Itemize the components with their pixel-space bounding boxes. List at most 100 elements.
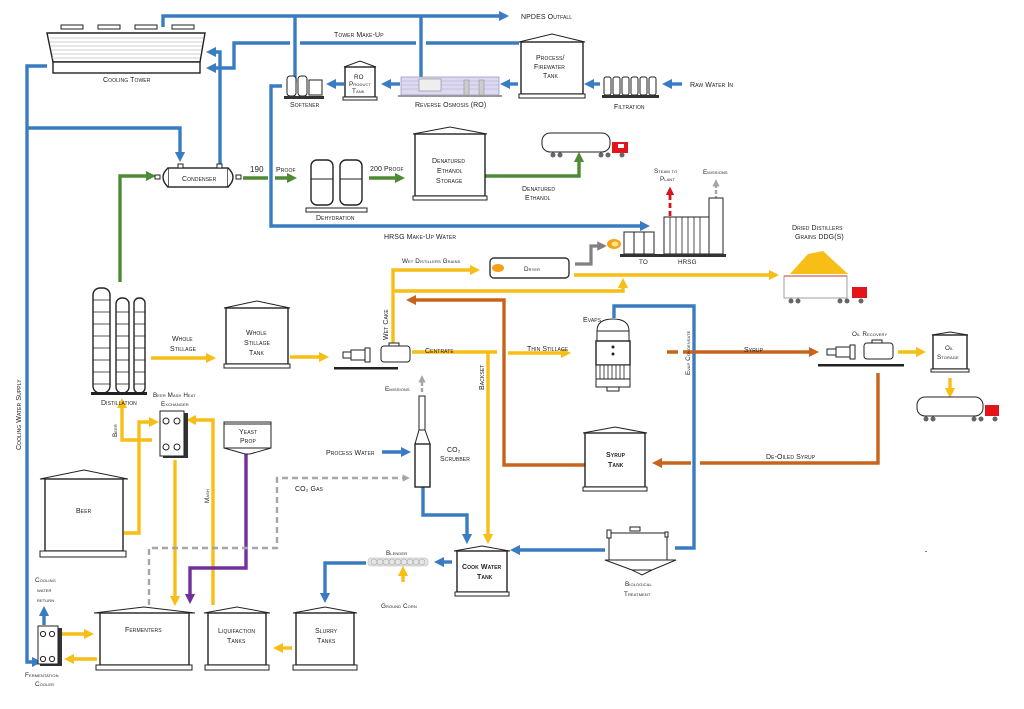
pipe-cooling-water-supply [25,64,47,668]
pipe-blender-to-slurry [319,561,366,604]
label-oil-storage-2: Storage [937,354,959,361]
label-whole-stillage-tank-1: Whole [246,330,267,337]
label-fermenters: Fermenters [125,627,162,634]
co2-scrubber [414,395,431,488]
cooling-tower [46,24,206,74]
whole-stillage-tank [223,300,291,369]
label-fermentation-cooler-2: Cooler [35,681,54,688]
label-cooling-water-return-2: water [37,587,52,594]
centrifuge [334,342,411,370]
softener [284,75,324,99]
label-fermentation-cooler-1: Fermentation [25,672,59,679]
yeast-prop-tank [223,421,272,455]
label-bio-treatment-1: Biological [625,581,652,588]
slurry-tanks [292,606,358,671]
label-oil-storage-1: Oil [945,345,954,352]
hrsg-thermal-oxidizer [620,197,726,257]
ethanol-pipes [118,151,585,282]
water-pipes [25,10,696,668]
label-evap-condensate: Evap Condensate [685,330,692,375]
condenser [154,163,242,188]
label-syrup-tank-1: Syrup [606,452,626,459]
label-softener: Softener [290,102,320,109]
label-steam-to-plant-1: Steam to [654,168,677,175]
label-process-firewater-2: Firewater [534,64,565,71]
label-process-firewater-1: Process/ [536,55,565,62]
pipe-yeast-to-fermenters [184,452,248,605]
label-ground-corn: Ground Corn [381,603,417,610]
syrup-tank [582,426,648,492]
label-co2-scrubber-2: Scrubber [440,456,470,463]
label-co2-scrubber-1: CO₂ [447,447,461,454]
label-whole-stillage-tank-2: Stillage [244,340,271,347]
label-cook-water-tank-2: Tank [477,574,493,581]
label-cooling-water-return-1: Cooling [35,577,56,584]
label-wet-cake: Wet Cake [383,309,390,340]
label-syrup-tank-2: Tank [608,462,624,469]
label-dehydration: Dehydration [316,215,355,222]
evaporators [595,318,631,392]
label-proof: Proof [276,167,296,174]
pipe-npdes-outfall [161,10,510,27]
flame-icon [607,239,621,249]
pipe-tower-make-up [210,41,519,68]
label-syrup: Syrup [744,347,764,354]
label-denatured-ethanol-2: Ethanol [525,195,551,202]
label-backset: Backset [479,365,486,390]
pipe-de-oiled-syrup [656,373,880,463]
pipe-dryer-exhaust [575,241,607,266]
pipe-beer-to-distillation [116,397,152,442]
stillage-pipes [61,264,956,665]
fermenters-tank [93,606,196,671]
reverse-osmosis-unit [398,76,502,97]
label-beer-tank: Beer [76,508,92,515]
label-scrubber-emissions: Emissions [385,386,410,393]
oil-tanker-truck [916,396,999,422]
label-beer-mash-hx-2: Exchanger [161,401,189,408]
label-slurry-2: Tanks [317,638,336,645]
label-cooling-water-supply: Cooling Water Supply [16,379,23,450]
label-200-proof: 200 Proof [370,166,404,173]
label-denatured-ethanol-1: Denatured [522,186,555,193]
pipe-wet-cake-to-ddgs [393,277,629,293]
label-bio-treatment-2: Treatment [624,591,651,598]
pipe-cooling-return-tower [205,46,222,180]
denatured-ethanol-storage-tank [412,126,488,201]
label-blender: Blender [386,550,407,557]
dryer [489,257,570,279]
label-evaps: Evaps [583,317,602,324]
cook-water-tank [453,545,511,597]
pipe-denatured-ethanol [477,151,585,178]
label-ro-product-tank-3: Tank [352,88,365,95]
oil-storage-tank [930,331,970,373]
label-condenser: Condenser [182,176,217,183]
ethanol-tanker-truck [541,132,628,158]
pipe-hrsg-make-up-water [269,84,646,226]
label-hrsg: HRSG [678,259,697,266]
label-co2-gas: CO₂ Gas [295,486,324,493]
label-denatured-storage-3: Storage [436,178,463,185]
beer-tank [39,469,129,558]
ro-product-tank [342,60,378,101]
label-centrate: Centrate [425,348,454,355]
pipe-supply-to-condenser [27,126,186,163]
syrup-pipes [405,294,880,465]
distillation-columns [91,287,147,395]
label-process-water: Process Water [326,450,375,457]
pipe-evap-to-condensate [612,304,696,550]
fermentation-cooler [37,625,62,666]
pipe-scrubber-to-cook-water [421,487,473,545]
pipe-distillation-to-condenser [118,170,157,282]
blender [367,557,429,567]
label-wet-distillers-grains: Wet Distillers Grains [402,258,461,265]
label-ddgs-2: Grains DDG(S) [795,234,844,241]
label-ro-product-tank-1: RO [354,74,364,81]
ddgs-truck [783,251,867,304]
pipe-mash-to-hx [185,414,215,605]
filtration-unit [602,76,659,98]
label-liquifaction-2: Tanks [227,638,246,645]
label-slurry-1: Slurry [315,628,338,635]
label-tower-make-up: Tower Make-Up [334,32,384,39]
label-thin-stillage: Thin Stillage [527,346,569,353]
beer-mash-heat-exchanger [159,410,188,458]
